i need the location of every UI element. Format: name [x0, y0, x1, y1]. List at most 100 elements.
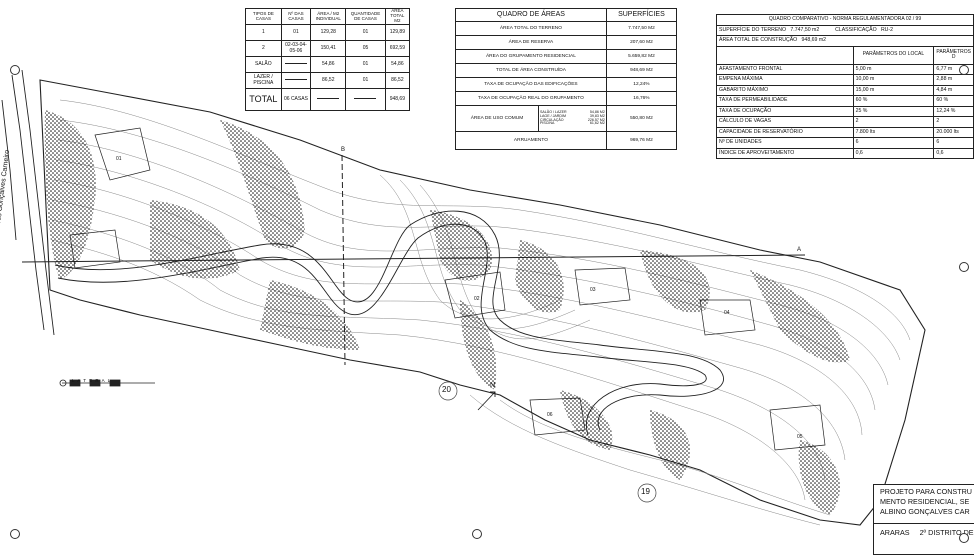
- param-label: Nº DE UNIDADES: [716, 137, 854, 149]
- terrain-value: 7.747,50 m2: [790, 26, 820, 33]
- param-project: 2,88 m: [933, 74, 974, 86]
- resize-handle-br[interactable]: [959, 533, 969, 543]
- resize-handle-tr[interactable]: [959, 65, 969, 75]
- table-row: 2 02-03-04-05-06 150,41 05 692,59: [245, 40, 411, 57]
- common-sub-label: LAGE / JARDIM: [540, 113, 566, 118]
- house-label-06: 06: [547, 412, 553, 418]
- table-cell: TAXA DE OCUPAÇÃO REAL DO GRUPAMENTO: [455, 91, 607, 106]
- table-cell: ÁREA TOTAL DO TERRENO: [455, 21, 607, 36]
- common-sub-value: 39,83 M2: [589, 113, 605, 118]
- lot-20-label: 20: [442, 385, 451, 394]
- param-local: 2: [852, 116, 935, 128]
- common-sub-value: 226,57 M2: [587, 117, 605, 122]
- table-cell: 692,59: [384, 40, 411, 57]
- table-cell-dash: [280, 56, 312, 73]
- common-area-value: 550,80 M2: [605, 105, 678, 132]
- lot-markers: [438, 381, 657, 503]
- areas-table: QUADRO DE ÁREAS SUPERFÍCIES ÁREA TOTAL D…: [455, 8, 678, 150]
- table-cell: 948,69 M2: [605, 63, 678, 78]
- table-cell-dash: [345, 88, 386, 111]
- param-local: 10,00 m: [852, 74, 935, 86]
- param-project: 6: [933, 137, 974, 149]
- col-project: PARÂMETROS D: [933, 45, 974, 65]
- table-cell: 54,86: [310, 56, 347, 73]
- common-sub-value: 54,86 M2: [589, 109, 605, 114]
- param-project: 20.000 lts: [933, 126, 974, 138]
- param-project: 2: [933, 116, 974, 128]
- resize-handle-mr[interactable]: [959, 262, 969, 272]
- param-label: AFASTAMENTO FRONTAL: [716, 63, 854, 75]
- table-header: QUANTIDADE DE CASAS: [345, 8, 386, 25]
- house-footprints: [69, 127, 826, 451]
- table-row: 1 01 129,28 01 129,89: [245, 24, 411, 41]
- district-label: 2º DISTRITO DE: [919, 528, 974, 537]
- areas-col-surfaces: SUPERFÍCIES: [605, 8, 678, 22]
- param-local: 6: [852, 137, 935, 149]
- param-label: ÍNDICE DE APROVEITAMENTO: [716, 147, 854, 159]
- col-local: PARÂMETROS DO LOCAL: [852, 45, 935, 65]
- param-local: 7.800 lts: [852, 126, 935, 138]
- table-cell: 16,76%: [605, 91, 678, 106]
- table-total-row: TOTAL 06 CASAS 948,69: [245, 88, 411, 111]
- resize-handle-bl[interactable]: [10, 529, 20, 539]
- title-block: PROJETO PARA CONSTRU MENTO RESIDENCIAL, …: [873, 484, 974, 555]
- areas-title: QUADRO DE ÁREAS: [455, 8, 607, 22]
- table-cell: ÁREA DO GRUPAMENTO RESIDENCIAL: [455, 49, 607, 64]
- table-header: ÁREA TOTAL M2: [384, 8, 411, 25]
- param-project: 4,84 m: [933, 84, 974, 96]
- table-cell-dash: [280, 72, 312, 89]
- common-area-label: ÁREA DE USO COMUM: [455, 105, 539, 132]
- title-line: MENTO RESIDENCIAL, SE: [880, 497, 970, 506]
- built-value: 948,69 m2: [801, 37, 827, 44]
- table-header: ÁREA / M2 INDIVIDUAL: [310, 8, 347, 25]
- scale-bar-label: L A T E R A L: [72, 378, 112, 383]
- common-sub-label: PISCINA: [540, 121, 555, 126]
- terrain-row: SUPERFÍCIE DO TERRENO 7.747,50 m2 CLASSI…: [716, 24, 974, 36]
- param-label: GABARITO MÁXIMO: [716, 84, 854, 96]
- table-cell: 01: [345, 24, 386, 41]
- param-project: 60 %: [933, 95, 974, 107]
- param-local: 5,00 m: [852, 63, 935, 75]
- house-label-05: 05: [797, 434, 803, 440]
- resize-handle-tl[interactable]: [10, 65, 20, 75]
- table-cell: ÁREA DE RESERVA: [455, 35, 607, 50]
- table-cell: 86,52: [310, 72, 347, 89]
- table-cell: 12,24%: [605, 77, 678, 92]
- table-cell: 129,28: [310, 24, 347, 41]
- table-header: Nº DAS CASAS: [280, 8, 312, 25]
- property-boundary: [39, 79, 926, 526]
- north-label: N: [490, 382, 496, 389]
- house-label-03: 03: [590, 287, 596, 293]
- common-sub-value: 61,62 M2: [589, 121, 605, 126]
- table-header: TIPOS DE CASAS: [245, 8, 282, 25]
- street-edge: [1, 69, 55, 336]
- table-cell: 01: [345, 72, 386, 89]
- param-local: 15,00 m: [852, 84, 935, 96]
- table-row: SALÃO 54,86 01 54,86: [245, 56, 411, 73]
- city-label: ARARAS: [880, 528, 910, 537]
- param-label: CÁLCULO DE VAGAS: [716, 116, 854, 128]
- param-local: 60 %: [852, 95, 935, 107]
- resize-handle-bm[interactable]: [472, 529, 482, 539]
- table-cell: 207,60 M2: [605, 35, 678, 50]
- house-label-01: 01: [116, 156, 122, 162]
- table-cell: 969,76 M2: [605, 131, 678, 150]
- table-cell: 150,41: [310, 40, 347, 57]
- param-local: 0,6: [852, 147, 935, 159]
- total-label: TOTAL: [245, 88, 282, 111]
- table-cell: 86,52: [384, 72, 411, 89]
- table-cell: TOTAL DE ÁREA CONSTRUÍDA: [455, 63, 607, 78]
- common-sub-label: CIRCULAÇÃO: [540, 117, 564, 122]
